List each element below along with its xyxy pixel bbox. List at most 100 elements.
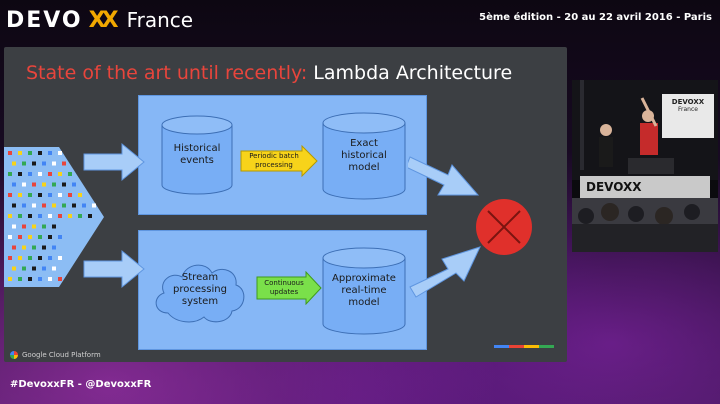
data-point-square [18,256,22,260]
data-point-square [18,151,22,155]
data-point-square [38,151,42,155]
devoxx-logo: DEVO XX France [6,6,193,34]
data-point-square [12,182,16,187]
approximate-model-db: Approximate real-time model [322,247,406,335]
data-point-square [22,161,26,166]
data-point-square [18,235,22,239]
data-point-square [8,235,12,239]
data-point-square [8,214,12,218]
data-point-square [52,224,56,229]
hashtag-footer: #DevoxxFR - @DevoxxFR [10,379,152,390]
data-point-square [28,151,32,155]
data-point-square [62,161,66,166]
data-point-square [52,245,56,250]
periodic-batch-arrow: Periodic batch processing [240,145,318,177]
data-point-square [42,266,46,271]
data-point-square [42,245,46,250]
input-arrow-batch [82,142,146,182]
data-point-square [22,266,26,271]
data-point-square [42,182,46,187]
data-point-square [58,193,62,197]
data-point-square [18,277,22,281]
historical-events-line2: events [180,155,214,166]
data-point-square [72,182,76,187]
exact-model-line3: model [348,162,380,173]
red-cross-circle-icon [476,199,532,255]
data-point-square [18,214,22,218]
dot-field-icon [4,147,104,287]
data-point-square [72,203,76,208]
periodic-batch-line1: Periodic batch [249,152,299,160]
data-point-square [58,235,62,239]
data-point-square [28,193,32,197]
stream-line3: system [181,296,219,307]
speed-output-arrow [408,239,482,303]
data-point-square [48,277,52,281]
exact-model-line1: Exact [350,138,378,149]
data-point-square [12,245,16,250]
data-point-square [32,266,36,271]
data-point-square [68,172,72,176]
input-arrow-speed [82,249,146,289]
slide-title: State of the art until recently: Lambda … [26,62,512,84]
data-point-square [22,245,26,250]
audience-silhouettes [572,198,718,252]
historical-events-db: Historical events [161,115,233,195]
data-point-square [92,203,96,208]
data-point-square [8,277,12,281]
data-point-square [58,277,62,281]
data-point-square [52,266,56,271]
periodic-batch-line2: processing [255,161,293,169]
data-point-square [48,151,52,155]
video-banner-top: DEVOXX France [662,94,714,138]
data-point-square [22,203,26,208]
slide-title-white: Lambda Architecture [307,62,513,84]
data-point-square [12,266,16,271]
stream-line2: processing [173,284,227,295]
google-cloud-label: Google Cloud Platform [22,351,101,359]
data-point-square [68,214,72,218]
data-point-square [82,203,86,208]
video-banner-top-text: DEVOXX [671,98,705,106]
data-point-square [58,151,62,155]
data-point-square [42,161,46,166]
data-point-square [32,245,36,250]
google-color-strip [494,345,554,348]
continuous-updates-arrow: Continuous updates [256,271,322,305]
speaker-video: DEVOXX France DEVOXX [572,80,718,252]
data-point-square [48,193,52,197]
data-point-square [28,277,32,281]
data-point-square [12,161,16,166]
edition-info: 5ème édition - 20 au 22 avril 2016 - Par… [479,12,712,23]
data-point-square [88,214,92,218]
logo-dev-text: DEVO [6,7,83,33]
stream-line1: Stream [181,272,219,283]
data-point-square [58,172,62,176]
data-point-square [48,172,52,176]
data-point-square [8,151,12,155]
data-point-square [18,172,22,176]
data-point-square [12,203,16,208]
data-point-square [48,235,52,239]
continuous-line1: Continuous [264,279,304,287]
data-point-square [12,224,16,229]
data-point-square [48,256,52,260]
data-point-square [38,256,42,260]
video-banner-sub-text: France [678,106,698,113]
stream-processing-cloud: Stream processing system [150,255,250,327]
batch-output-arrow [408,139,482,203]
data-point-square [8,256,12,260]
exact-historical-model-db: Exact historical model [322,112,406,200]
google-cloud-brand: Google Cloud Platform [10,349,101,361]
video-banner-bottom: DEVOXX [580,176,710,198]
data-point-square [62,182,66,187]
data-point-square [28,172,32,176]
data-point-square [38,214,42,218]
data-point-square [48,214,52,218]
data-point-square [28,214,32,218]
data-point-square [38,193,42,197]
data-point-square [8,172,12,176]
data-point-square [22,182,26,187]
data-point-square [78,193,82,197]
data-point-square [38,277,42,281]
